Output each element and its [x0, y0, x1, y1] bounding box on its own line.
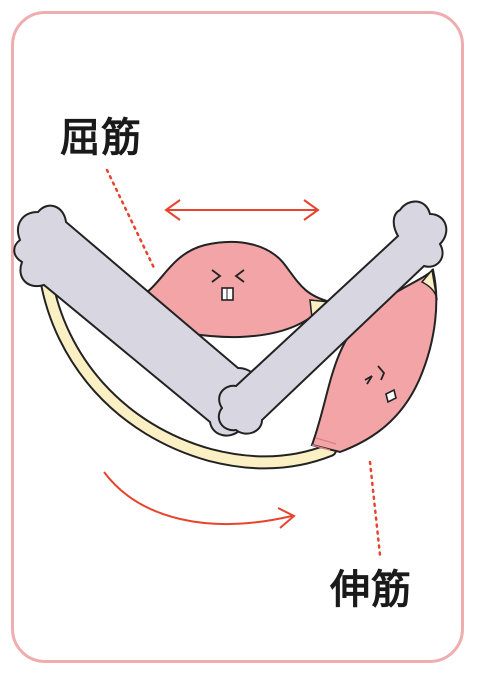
- flexor-label: 屈筋: [60, 115, 142, 161]
- lower-bone: [217, 200, 448, 435]
- rotation-arrow-icon: [103, 471, 296, 529]
- relaxed-face-icon: [364, 365, 397, 404]
- extensor-muscle: [310, 268, 438, 454]
- flexor-leader-line: [105, 168, 157, 272]
- contraction-arrow-icon: [164, 199, 320, 221]
- contracted-face-icon: [211, 269, 245, 301]
- extensor-label: 伸筋: [330, 567, 412, 613]
- extensor-leader-line: [368, 460, 382, 557]
